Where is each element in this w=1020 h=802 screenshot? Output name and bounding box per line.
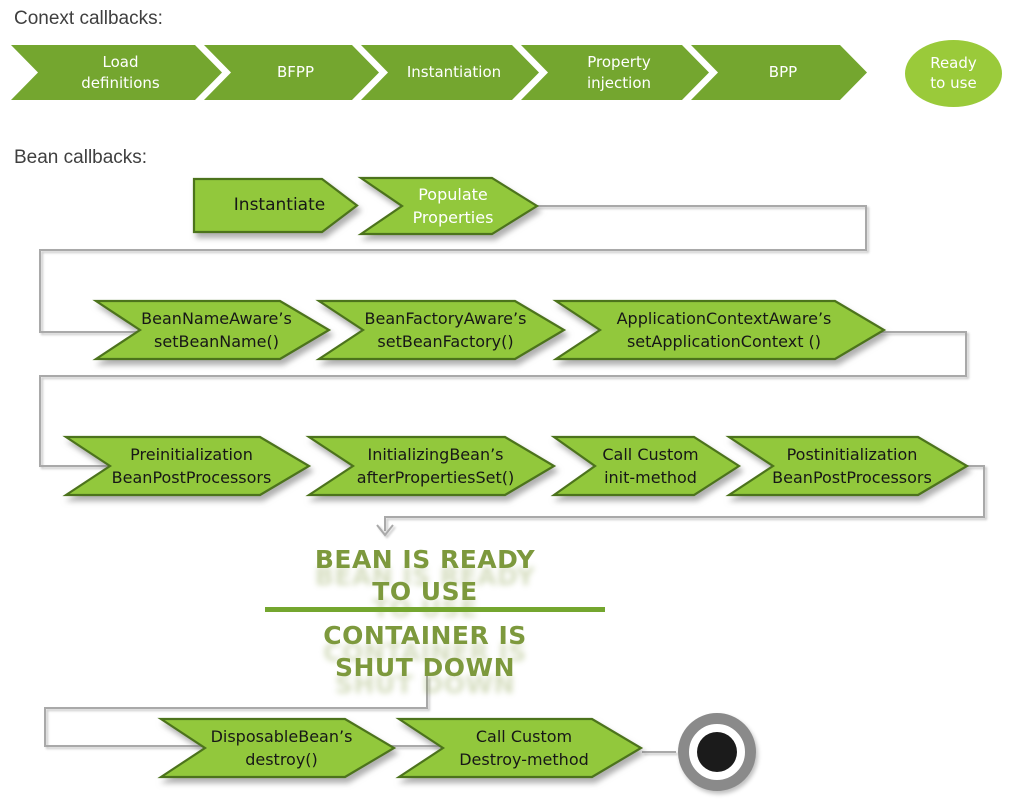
arrow-label: Preinitialization BeanPostProcessors — [111, 444, 272, 487]
step-property-injection: Property injection — [520, 44, 710, 101]
step-bpp: BPP — [690, 44, 868, 101]
step-label: Load definitions — [81, 53, 160, 92]
arrow-call-custom-init: Call Custom init-method — [550, 435, 742, 497]
context-callbacks-title: Conext callbacks: — [14, 8, 163, 29]
arrow-applicationcontextaware: ApplicationContextAware’s setApplication… — [552, 299, 887, 361]
final-state-dot — [697, 732, 737, 772]
final-state-icon — [678, 713, 756, 791]
arrow-label: DisposableBean’s destroy() — [210, 726, 353, 769]
milestone-divider — [265, 607, 605, 612]
arrow-postinitialization-bpp: Postinitialization BeanPostProcessors — [725, 435, 970, 497]
arrow-call-custom-destroy: Call Custom Destroy-method — [395, 717, 644, 779]
down-arrowhead-icon — [376, 524, 394, 537]
arrow-instantiate: Instantiate — [192, 177, 359, 234]
arrow-populate-properties: Populate Properties — [357, 176, 540, 236]
arrow-label: BeanFactoryAware’s setBeanFactory() — [364, 308, 527, 351]
container-shut-down-text: CONTAINER IS SHUT DOWN — [323, 621, 527, 682]
arrow-label: Postinitialization BeanPostProcessors — [772, 444, 932, 487]
arrow-label: ApplicationContextAware’s setApplication… — [616, 308, 832, 351]
ready-to-use-ellipse: Ready to use — [905, 40, 1002, 107]
step-bfpp: BFPP — [203, 44, 380, 101]
bean-callbacks-title: Bean callbacks: — [14, 147, 148, 168]
arrow-label: BeanNameAware’s setBeanName() — [141, 308, 292, 351]
step-label: BPP — [768, 63, 798, 82]
step-label: Instantiation — [406, 63, 502, 82]
arrow-label: InitializingBean’s afterPropertiesSet() — [356, 444, 515, 487]
connector-row3-to-ready — [384, 465, 985, 531]
arrow-label: Instantiate — [233, 195, 326, 216]
arrow-label: Call Custom init-method — [602, 444, 699, 487]
arrow-label: Populate Properties — [412, 184, 494, 227]
end-state-label: Ready to use — [930, 54, 977, 92]
step-label: BFPP — [276, 63, 314, 82]
step-load-definitions: Load definitions — [10, 44, 223, 101]
arrow-label: Call Custom Destroy-method — [459, 726, 589, 769]
arrow-disposablebean-destroy: DisposableBean’s destroy() — [157, 717, 397, 779]
step-instantiation: Instantiation — [360, 44, 540, 101]
connector-row2-to-row3 — [39, 331, 967, 467]
step-label: Property injection — [586, 53, 652, 92]
arrow-beannameaware: BeanNameAware’s setBeanName() — [92, 299, 332, 361]
connector-row1-to-row2 — [39, 205, 867, 333]
arrow-beanfactoryaware: BeanFactoryAware’s setBeanFactory() — [315, 299, 567, 361]
bean-is-ready-text: BEAN IS READY TO USE — [314, 545, 536, 606]
arrow-preinitialization-bpp: Preinitialization BeanPostProcessors — [62, 435, 312, 497]
arrow-initializingbean: InitializingBean’s afterPropertiesSet() — [305, 435, 557, 497]
